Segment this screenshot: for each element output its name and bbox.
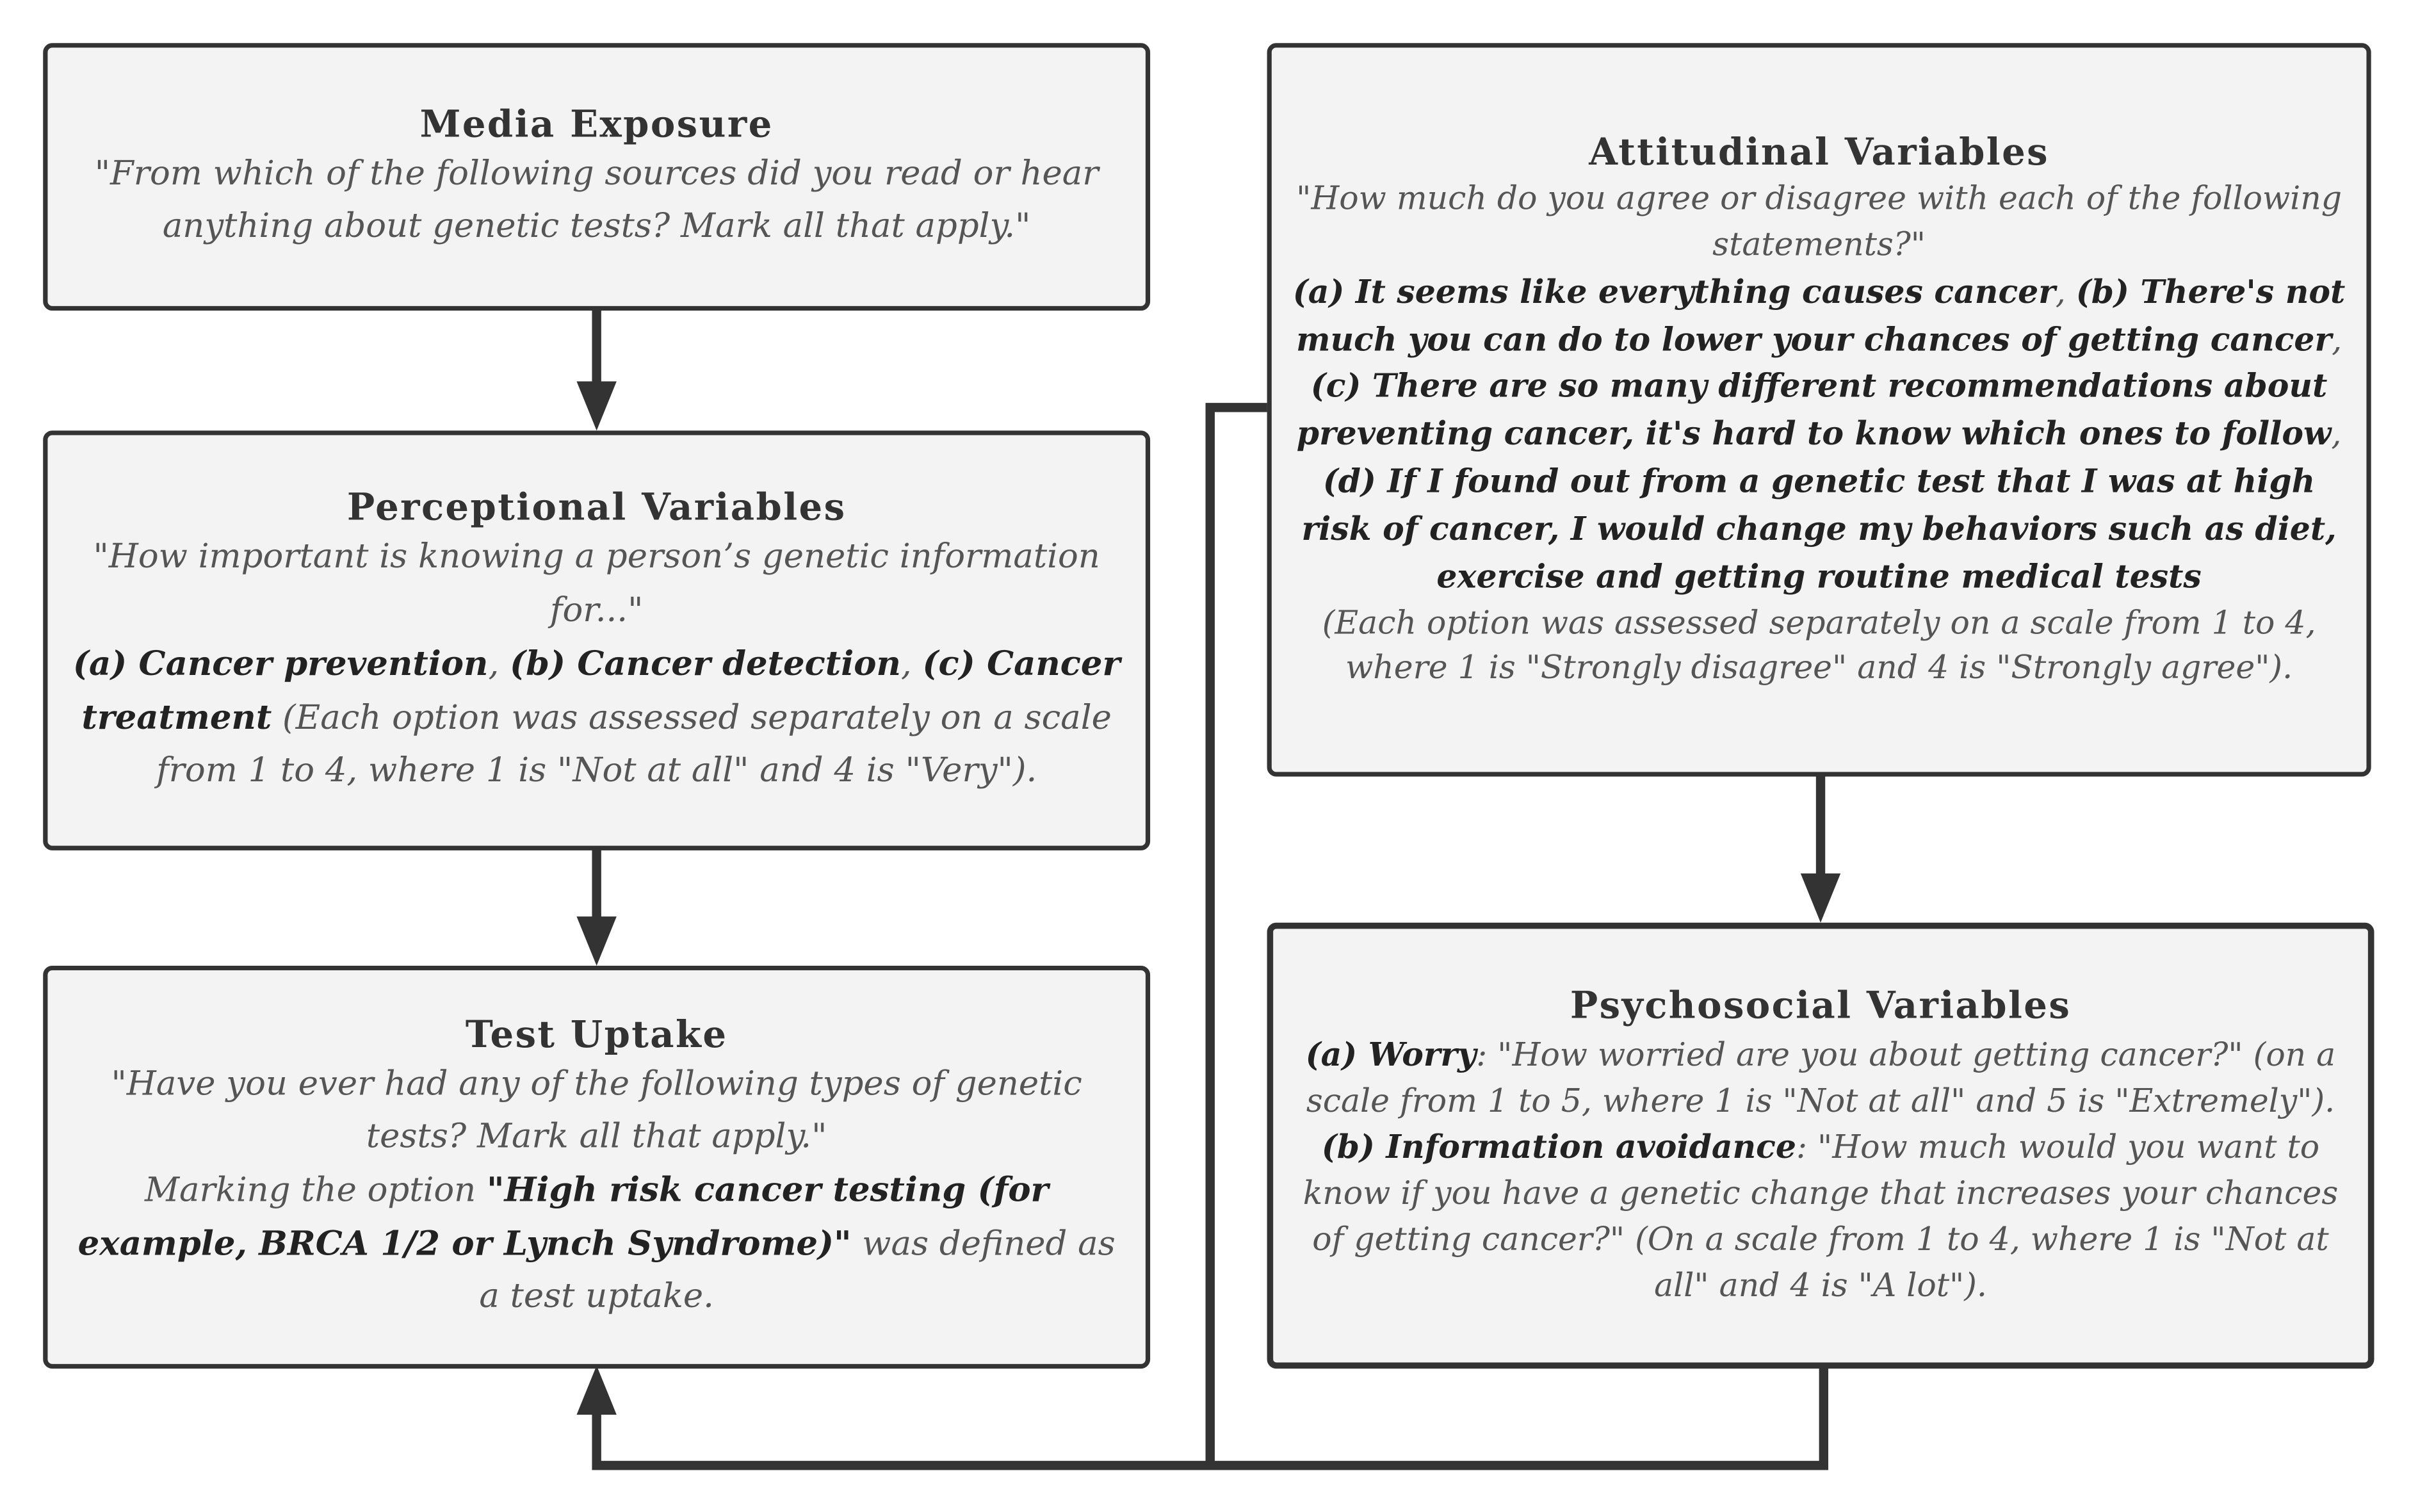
option-b: (b) There's not much you can do to lower… [1296,272,2346,358]
option-d: (d) If I found out from a genetic test t… [1301,461,2337,595]
edge-attitudinal-to-uptake [1205,403,1267,1466]
node-question: "How important is knowing a person’s gen… [93,539,1100,630]
option-c: (c) There are so many different recommen… [1296,366,2332,453]
separator: , [488,645,510,684]
worry-label: (a) Worry [1305,1034,1477,1073]
arrowhead-psychosocial [1800,873,1841,923]
separator: , [2055,273,2076,311]
definition-prefix: Marking the option [144,1172,487,1211]
avoidance-label: (b) Information avoidance [1321,1127,1796,1167]
arrowhead-uptake-bottom [576,1365,617,1415]
arrowhead-uptake-top [576,916,617,966]
node-attitudinal-variables: Attitudinal Variables "How much do you a… [1267,43,2371,777]
option-a: (a) Cancer prevention [72,644,489,684]
node-question: "From which of the following sources did… [94,155,1099,247]
definition-option: "High risk cancer testing (for example, … [77,1170,1049,1265]
node-definition: Marking the option "High risk cancer tes… [66,1164,1127,1324]
option-a: (a) It seems like everything causes canc… [1292,272,2056,311]
node-psychosocial-variables: Psychosocial Variables (a) Worry: "How w… [1267,922,2374,1369]
node-test-uptake: Test Uptake "Have you ever had any of th… [43,965,1151,1369]
option-b: (b) Cancer detection [510,644,901,684]
node-options: (a) Cancer prevention, (b) Cancer detect… [66,638,1127,798]
avoidance-text: : "How much would you want to know if yo… [1303,1129,2339,1304]
node-title: Attitudinal Variables [1589,129,2050,174]
worry-text: : "How worried are you about getting can… [1306,1036,2336,1119]
node-title: Test Uptake [465,1011,728,1056]
node-question: "How much do you agree or disagree with … [1296,180,2342,263]
scale-note: (Each option was assessed separately on … [1322,603,2316,687]
node-media-exposure: Media Exposure "From which of the follow… [43,43,1151,311]
node-title: Media Exposure [419,101,774,146]
edge-psychosocial-to-uptake [592,1367,1829,1470]
arrowhead-perceptional [576,381,617,431]
scale-note: (Each option was assessed separately on … [156,699,1112,790]
node-question: "Have you ever had any of the following … [111,1065,1082,1157]
separator: , [900,645,923,684]
definition-suffix: was defined as a test uptake. [479,1226,1116,1317]
option-c: (c) Cancer treatment [81,644,1121,738]
node-perceptional-variables: Perceptional Variables "How important is… [43,430,1151,850]
separator: , [2331,415,2342,453]
worry-item: (a) Worry: "How worried are you about ge… [1292,1032,2350,1125]
avoidance-item: (b) Information avoidance: "How much wou… [1292,1125,2350,1310]
node-title: Perceptional Variables [346,484,847,530]
node-title: Psychosocial Variables [1570,983,2072,1028]
separator: , [2332,321,2342,358]
node-options: (a) It seems like everything causes canc… [1290,269,2348,601]
